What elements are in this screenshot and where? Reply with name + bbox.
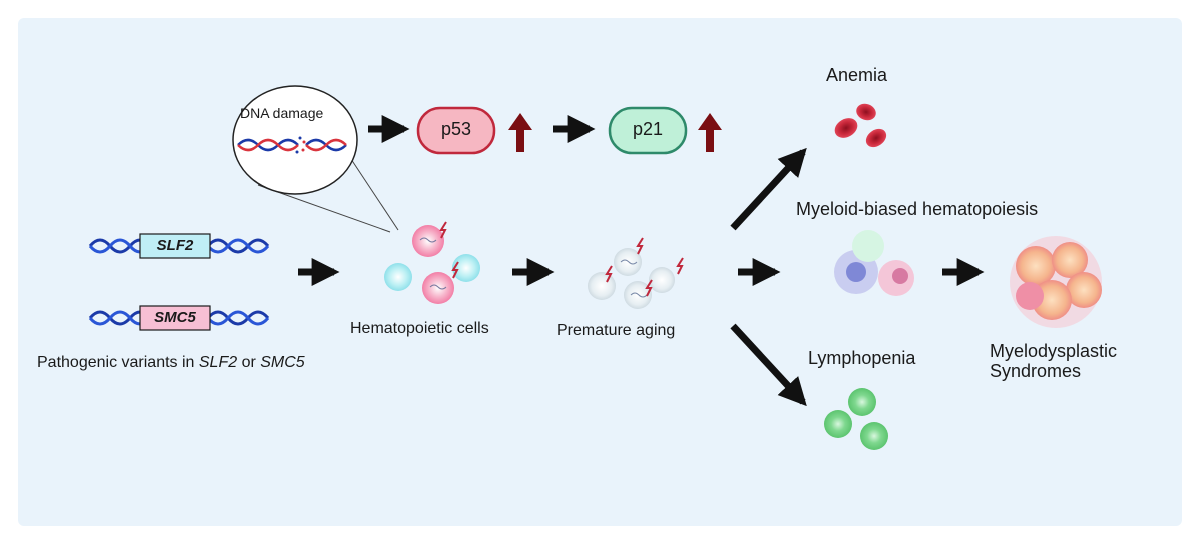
pathogenic-variants-caption: Pathogenic variants in SLF2 or SMC5 bbox=[37, 354, 305, 372]
premature-aging-cells-icon bbox=[588, 237, 684, 309]
mds-label-line1: Myelodysplastic bbox=[990, 341, 1118, 361]
red-blood-cells-icon bbox=[834, 103, 887, 148]
myeloid-biased-label: Myeloid-biased hematopoiesis bbox=[796, 199, 1039, 219]
damaged-dna-icon bbox=[237, 136, 347, 154]
mds-label-line2: Syndromes bbox=[990, 361, 1082, 381]
premature-aging-label: Premature aging bbox=[557, 322, 676, 339]
hematopoietic-cells-icon bbox=[384, 221, 480, 304]
p53-pill bbox=[416, 106, 496, 155]
arrow-aging-to-lymphopenia bbox=[730, 323, 807, 407]
lymphopenia-label: Lymphopenia bbox=[808, 348, 916, 368]
caption-prefix: Pathogenic variants in bbox=[37, 354, 199, 371]
p21-label: p21 bbox=[632, 119, 664, 139]
p21-pill bbox=[608, 106, 688, 155]
diagram-canvas bbox=[18, 18, 1182, 526]
smc5-gene-label: SMC5 bbox=[154, 309, 196, 326]
mds-cell-cluster-icon bbox=[1010, 236, 1102, 328]
arrow-aging-to-anemia bbox=[730, 147, 807, 231]
p53-up-arrow-icon bbox=[508, 113, 532, 152]
caption-gene-smc5: SMC5 bbox=[260, 354, 305, 371]
p53-label: p53 bbox=[440, 119, 472, 139]
lymphocytes-icon bbox=[824, 388, 888, 450]
dna-damage-label: DNA damage bbox=[240, 105, 324, 121]
dna-damage-callout bbox=[232, 85, 399, 233]
hematopoietic-cells-label: Hematopoietic cells bbox=[350, 320, 489, 337]
anemia-label: Anemia bbox=[826, 65, 888, 85]
caption-gene-slf2: SLF2 bbox=[198, 354, 238, 371]
p21-up-arrow-icon bbox=[698, 113, 722, 152]
smc5-gene-icon bbox=[88, 305, 270, 331]
caption-or: or bbox=[237, 354, 261, 371]
slf2-gene-icon bbox=[88, 233, 270, 259]
myeloid-cells-icon bbox=[834, 230, 914, 296]
mds-label: Myelodysplastic Syndromes bbox=[990, 341, 1117, 381]
slf2-gene-label: SLF2 bbox=[156, 237, 194, 254]
